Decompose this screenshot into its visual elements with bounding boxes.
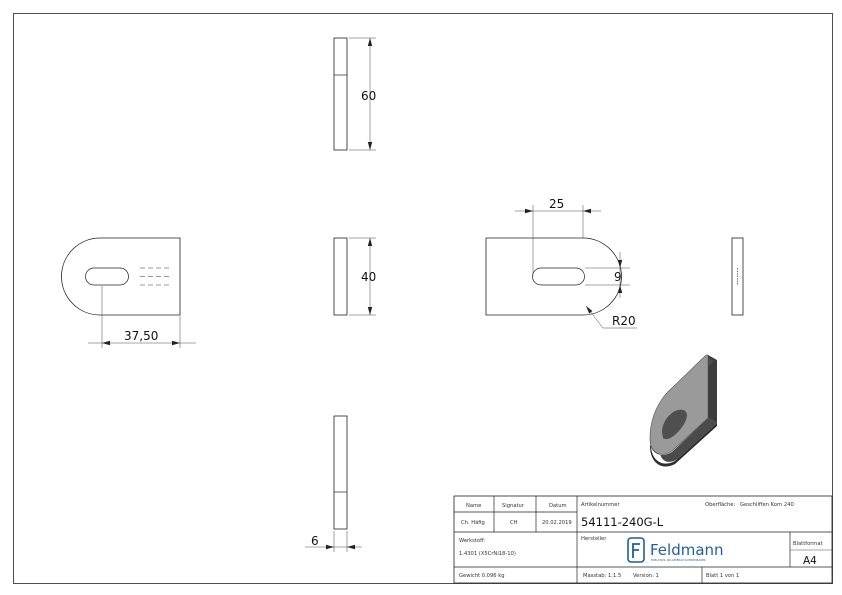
header-date: Datum <box>549 503 567 509</box>
sheet-border <box>13 13 833 584</box>
weight: Gewicht 0.096 kg <box>459 573 505 579</box>
header-name: Name <box>466 503 481 509</box>
feldmann-logo: Feldmann EDELSTAHL KOLAPPERAH SCHMIEDBAR… <box>627 537 724 563</box>
header-surface: Oberfläche: <box>705 502 735 508</box>
side-view-top: 60 <box>333 37 376 151</box>
dim-radius: R20 <box>612 314 636 328</box>
author-signature: CH <box>510 520 518 526</box>
article-number: 54111-240G-L <box>581 515 664 529</box>
scale: Masstab: 1:1.5 <box>583 573 621 579</box>
material-value: 1.4301 (X5CrNi18-10) <box>459 551 516 557</box>
dim-side-height-top: 60 <box>361 89 376 103</box>
dim-side-height-mid: 40 <box>361 270 376 284</box>
edge-view <box>731 237 744 316</box>
isometric-view <box>649 354 717 467</box>
side-view-middle: 40 <box>333 237 376 316</box>
dim-slot-width: 9 <box>614 270 622 284</box>
format-label: Blattformat <box>793 541 823 547</box>
title-block: Name Signatur Datum Artikelnummer Oberfl… <box>453 495 833 584</box>
logo-text: Feldmann <box>650 541 724 559</box>
front-view: 37,50 <box>61 237 196 348</box>
dim-thickness: 6 <box>311 534 319 548</box>
dim-slot-distance: 25 <box>549 197 564 211</box>
header-signature: Signatur <box>502 503 525 509</box>
version: Version: 1 <box>633 573 659 579</box>
logo-tagline: EDELSTAHL KOLAPPERAH SCHMIEDBARER <box>651 558 706 562</box>
sheet-number: Blatt 1 von 1 <box>706 573 739 579</box>
format-value: A4 <box>803 555 817 567</box>
surface-value: Geschliffen Korn 240 <box>740 502 794 508</box>
side-view-bottom: 6 <box>305 415 362 552</box>
header-article: Artikelnummer <box>581 502 620 508</box>
author-name: Ch. Häfig <box>461 520 485 526</box>
manufacturer-label: Hersteller <box>581 536 607 542</box>
author-date: 20.02.2019 <box>542 520 572 526</box>
dim-front-width: 37,50 <box>124 329 158 343</box>
material-label: Werkstoff: <box>459 538 486 544</box>
front-view-mirrored: 25 9 R20 <box>485 197 637 329</box>
